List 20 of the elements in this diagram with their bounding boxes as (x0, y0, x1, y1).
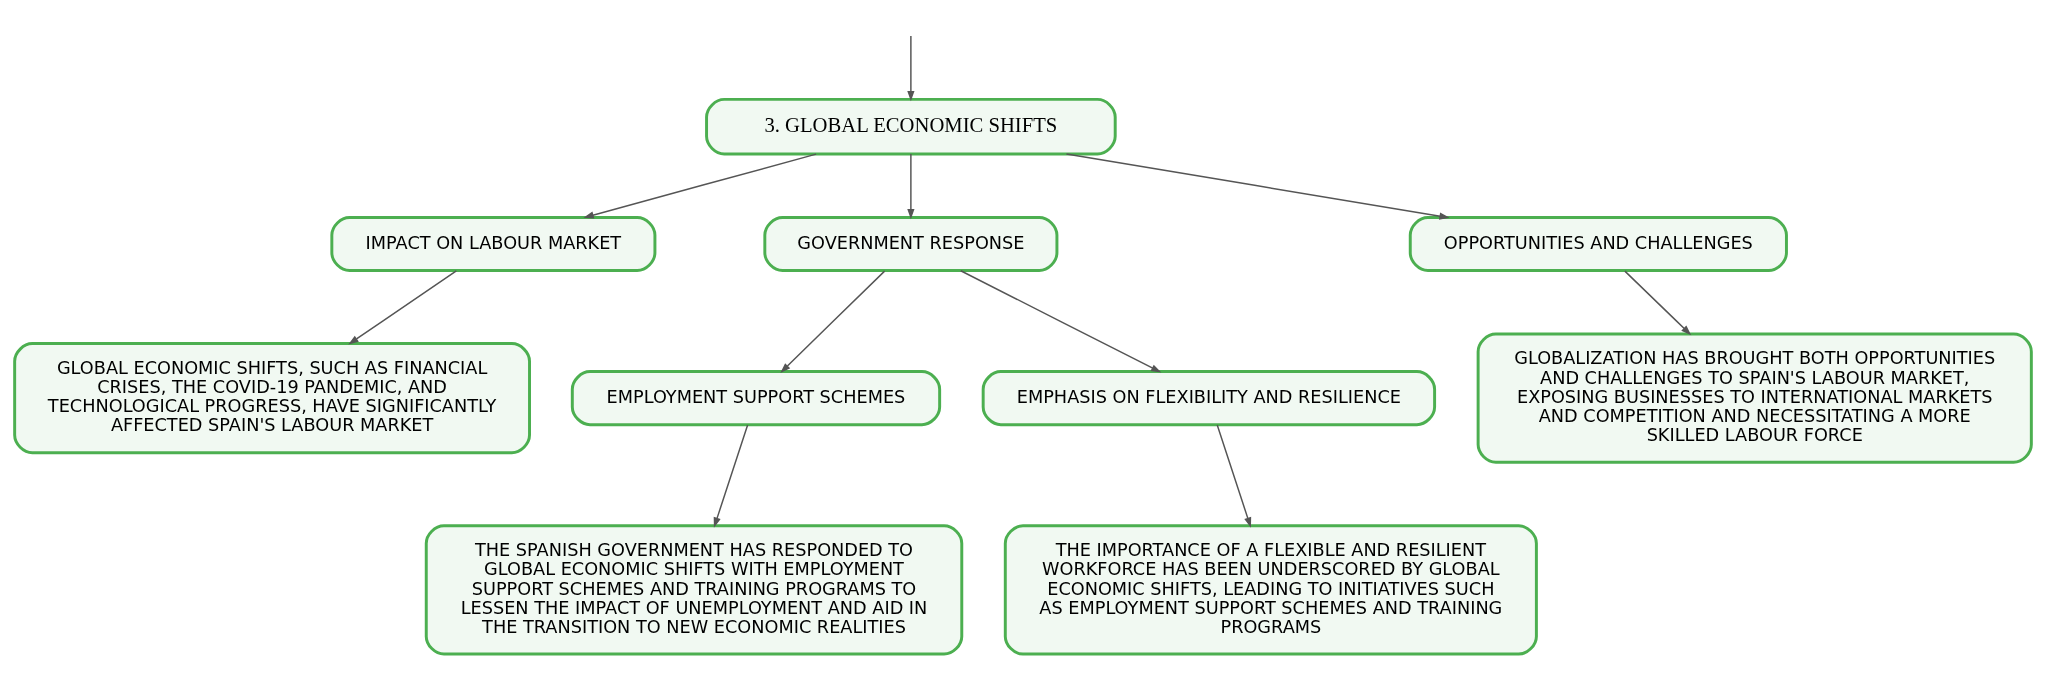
arrow (1624, 269, 1692, 335)
node-box: EMPHASIS ON FLEXIBILITY AND RESILIENCE (981, 369, 1437, 426)
arrow (348, 269, 458, 345)
arrow (960, 269, 1162, 373)
node-box: EMPLOYMENT SUPPORT SCHEMES (570, 369, 942, 426)
arrow (907, 152, 915, 219)
node-box: THE IMPORTANCE OF A FLEXIBLE AND RESILIENT WORKFORCE HAS BEEN UNDERSCORED BY GLOBAL ECONOMIC SHIFTS, LEADING TO INITIATIVES SUCH AS EMPLOYMENT SUPPORT SCHEMES AND TRAINING PROGRAMS (1003, 523, 1538, 656)
node-box: GLOBALIZATION HAS BROUGHT BOTH OPPORTUNITIES AND CHALLENGES TO SPAIN'S LABOUR MARKET, EXPOSING BUSINESSES TO INTERNATIONAL MARKETS AND COMPETITION AND NECESSITATING A MORE SKILLED LABOUR FORCE (1476, 332, 2033, 464)
node-box: IMPACT ON LABOUR MARKET (330, 215, 657, 272)
arrow (583, 152, 817, 219)
arrow (1216, 423, 1252, 528)
node-box: GOVERNMENT RESPONSE (763, 215, 1059, 272)
arrow (780, 269, 886, 373)
arrow (1065, 152, 1450, 220)
arrow (713, 423, 749, 528)
arrow (907, 34, 915, 101)
node-box: THE SPANISH GOVERNMENT HAS RESPONDED TO GLOBAL ECONOMIC SHIFTS WITH EMPLOYMENT SUPPORT SCHEMES AND TRAINING PROGRAMS TO LESSEN THE IMPACT OF UNEMPLOYMENT AND AID IN THE TRANSITION TO NEW ECONOMIC REALITIES (424, 523, 964, 656)
node-box: 3. GLOBAL ECONOMIC SHIFTS (705, 97, 1117, 155)
node-box: GLOBAL ECONOMIC SHIFTS, SUCH AS FINANCIAL CRISES, THE COVID-19 PANDEMIC, AND TECHNOLOGICAL PROGRESS, HAVE SIGNIFICANTLY AFFECTED SPAIN'S LABOUR MARKET (13, 341, 531, 454)
node-box: OPPORTUNITIES AND CHALLENGES (1408, 215, 1788, 272)
